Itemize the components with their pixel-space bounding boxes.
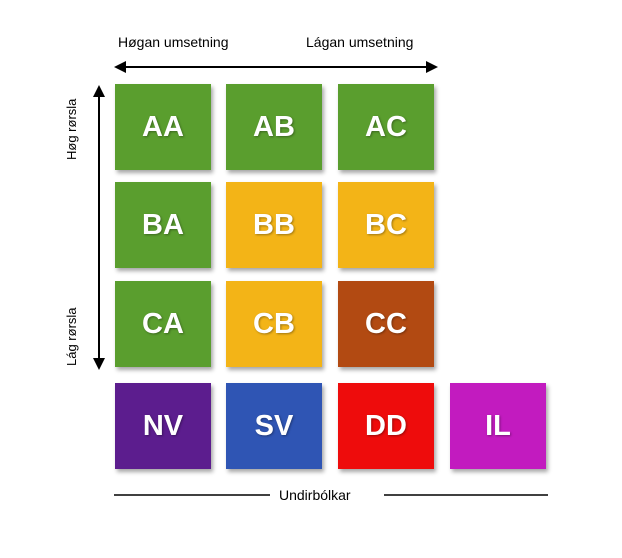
tile-label: AB: [253, 110, 295, 143]
bottom-axis-label: Undirbólkar: [279, 487, 351, 503]
down-arrowhead: [93, 358, 105, 370]
tile-label: BC: [365, 208, 407, 241]
top-right-axis-label: Lágan umsetning: [306, 34, 414, 50]
tile-ac: AC: [338, 84, 434, 170]
tile-aa: AA: [115, 84, 211, 170]
tile-label: AC: [365, 110, 407, 143]
tile-label: CB: [253, 307, 295, 340]
tile-label: SV: [254, 409, 294, 442]
tile-label: IL: [485, 409, 511, 442]
tile-cc: CC: [338, 281, 434, 367]
tile-cb: CB: [226, 281, 322, 367]
tile-bc: BC: [338, 182, 434, 268]
tile-label: AA: [142, 110, 184, 143]
tile-nv: NV: [115, 383, 211, 469]
tile-dd: DD: [338, 383, 434, 469]
tile-ab: AB: [226, 84, 322, 170]
up-arrowhead: [93, 85, 105, 97]
tile-label: CC: [365, 307, 407, 340]
tile-bb: BB: [226, 182, 322, 268]
top-left-axis-label: Høgan umsetning: [118, 34, 229, 50]
tile-ba: BA: [115, 182, 211, 268]
tile-il: IL: [450, 383, 546, 469]
tile-sv: SV: [226, 383, 322, 469]
tile-label: DD: [365, 409, 407, 442]
left-arrowhead: [114, 61, 126, 73]
right-arrowhead: [426, 61, 438, 73]
tile-label: BA: [142, 208, 184, 241]
tile-label: BB: [253, 208, 295, 241]
tile-label: CA: [142, 307, 184, 340]
tile-ca: CA: [115, 281, 211, 367]
tile-label: NV: [142, 409, 184, 442]
